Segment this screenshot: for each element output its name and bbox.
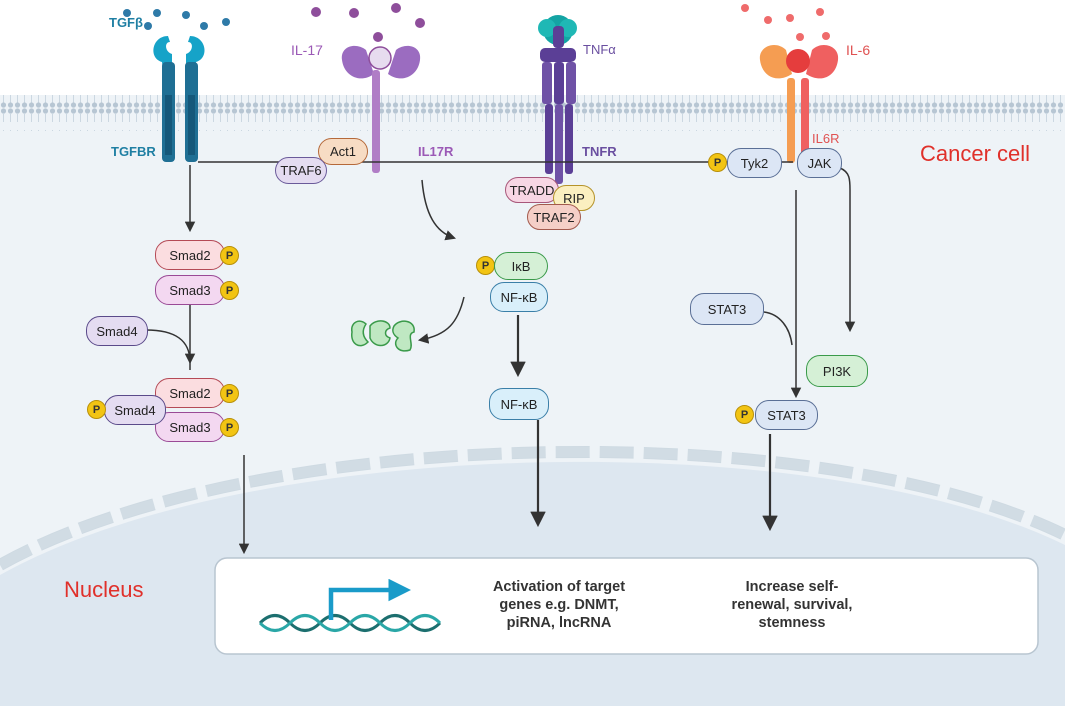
smad3-complex-protein: Smad3 — [155, 412, 225, 442]
pathway-arrows — [145, 165, 856, 615]
il6r-receptor — [741, 4, 839, 163]
stat3-phospho-protein: STAT3 — [755, 400, 818, 430]
smad3-phosphate: P — [220, 281, 239, 300]
ikb-phosphate: P — [476, 256, 495, 275]
tgfbr-receptor — [123, 9, 230, 162]
nfkb-free-protein: NF-κB — [489, 388, 549, 420]
nfkb-bound-protein: NF-κB — [490, 282, 548, 312]
tnfr-receptor — [538, 15, 577, 184]
cancer-cell-label: Cancer cell — [920, 141, 1031, 166]
smad2-complex-phosphate: P — [220, 384, 239, 403]
tgfb-label: TGFβ — [109, 15, 143, 30]
tyk2-protein: Tyk2 — [727, 148, 782, 178]
traf2-protein: TRAF2 — [527, 204, 581, 230]
ikb-protein: IκB — [494, 252, 548, 280]
smad4-protein: Smad4 — [86, 316, 148, 346]
smad2-protein: Smad2 — [155, 240, 225, 270]
pi3k-protein: PI3K — [806, 355, 868, 387]
tnfr-label: TNFR — [582, 144, 617, 159]
dna-helix-icon — [258, 614, 442, 632]
il17-label: IL-17 — [291, 42, 323, 58]
plasma-membrane — [0, 95, 1065, 131]
traf6-protein: TRAF6 — [275, 157, 327, 184]
tradd-protein: TRADD — [505, 177, 559, 203]
smad2-complex-protein: Smad2 — [155, 378, 225, 408]
target-gene-activation-text: Activation of target genes e.g. DNMT, pi… — [492, 579, 626, 631]
tgfbr-label: TGFBR — [111, 144, 156, 159]
tnfa-label: TNFα — [583, 42, 616, 57]
il6-label: IL-6 — [846, 42, 871, 58]
smad3-protein: Smad3 — [155, 275, 225, 305]
transcription-start-arrow — [328, 578, 411, 620]
act1-protein: Act1 — [318, 138, 368, 165]
il6r-label: IL6R — [812, 131, 840, 146]
smad3-complex-phosphate: P — [220, 418, 239, 437]
nucleus-label: Nucleus — [64, 577, 144, 602]
stemness-outcome-text: Increase self- renewal, survival, stemne… — [731, 579, 853, 631]
il17r-receptor — [311, 3, 425, 173]
il17r-label: IL17R — [418, 144, 454, 159]
smad2-phosphate: P — [220, 246, 239, 265]
stat3-phosphate: P — [735, 405, 754, 424]
smad4-complex-phosphate: P — [87, 400, 106, 419]
smad4-complex-protein: Smad4 — [104, 395, 166, 425]
tyk2-phosphate: P — [708, 153, 727, 172]
stat3-protein: STAT3 — [690, 293, 764, 325]
ikb-degradation-fragments — [351, 320, 415, 352]
jak-protein: JAK — [797, 148, 842, 178]
